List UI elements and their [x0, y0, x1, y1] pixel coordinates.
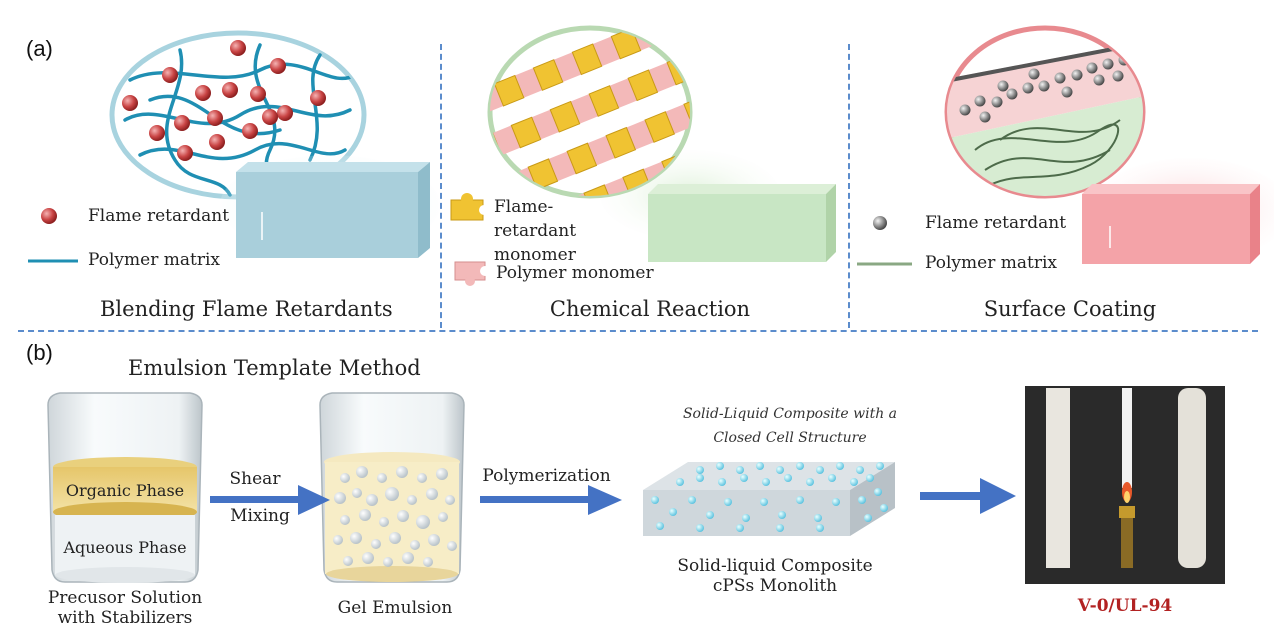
aqueous-phase-label: Aqueous Phase [63, 538, 187, 557]
coating-illustration [944, 25, 1274, 264]
beaker-1-illustration [47, 392, 203, 583]
arrow-3-icon [920, 478, 1016, 514]
yellow-puzzle-icon [450, 193, 489, 221]
section-divider-1 [440, 44, 442, 328]
beaker-2-illustration [319, 392, 465, 583]
polymerization-label: Polymerization [482, 466, 611, 486]
shear-label: Shear [229, 469, 281, 489]
ul94-caption: V-0/UL-94 [1077, 596, 1173, 616]
emulsion-method-title: Emulsion Template Method [128, 356, 421, 380]
panel-b-label: (b) [26, 340, 53, 365]
panel-divider [18, 330, 1258, 332]
gel-emulsion-caption: Gel Emulsion [337, 598, 453, 618]
section-divider-2 [848, 44, 850, 328]
pink-puzzle-icon [454, 261, 490, 286]
legend-flame-retardant-1: Flame retardant [88, 206, 230, 226]
composite-top-line1: Solid-Liquid Composite with a [682, 406, 898, 422]
arrow-2-icon [480, 485, 622, 515]
caption-blending: Blending Flame Retardants [100, 297, 393, 321]
blending-illustration [109, 30, 440, 258]
composite-top-line2: Closed Cell Structure [713, 430, 867, 446]
red-sphere-icon [41, 208, 57, 224]
caption-surface-coating: Surface Coating [983, 297, 1157, 321]
composite-bottom-line2: cPSs Monolith [712, 576, 838, 596]
panel-a-label: (a) [26, 36, 53, 61]
composite-illustration [643, 462, 895, 536]
composite-bottom-line1: Solid-liquid Composite [677, 556, 873, 576]
legend-polymer-monomer: Polymer monomer [496, 263, 654, 283]
arrow-1-icon [210, 485, 330, 515]
organic-phase-label: Organic Phase [65, 481, 185, 500]
legend-polymer-matrix-2: Polymer matrix [925, 253, 1057, 273]
legend-polymer-matrix-1: Polymer matrix [88, 250, 220, 270]
legend-flame-retardant-monomer: Flame-retardant monomer [494, 197, 577, 265]
precursor-caption-line1: Precusor Solution [47, 588, 203, 608]
caption-chemical-reaction: Chemical Reaction [549, 297, 751, 321]
legend-flame-retardant-2: Flame retardant [925, 213, 1067, 233]
mixing-label: Mixing [230, 506, 290, 526]
precursor-caption-line2: with Stabilizers [57, 608, 193, 628]
ul94-test-photo [1025, 386, 1225, 584]
gray-sphere-icon [873, 216, 887, 230]
